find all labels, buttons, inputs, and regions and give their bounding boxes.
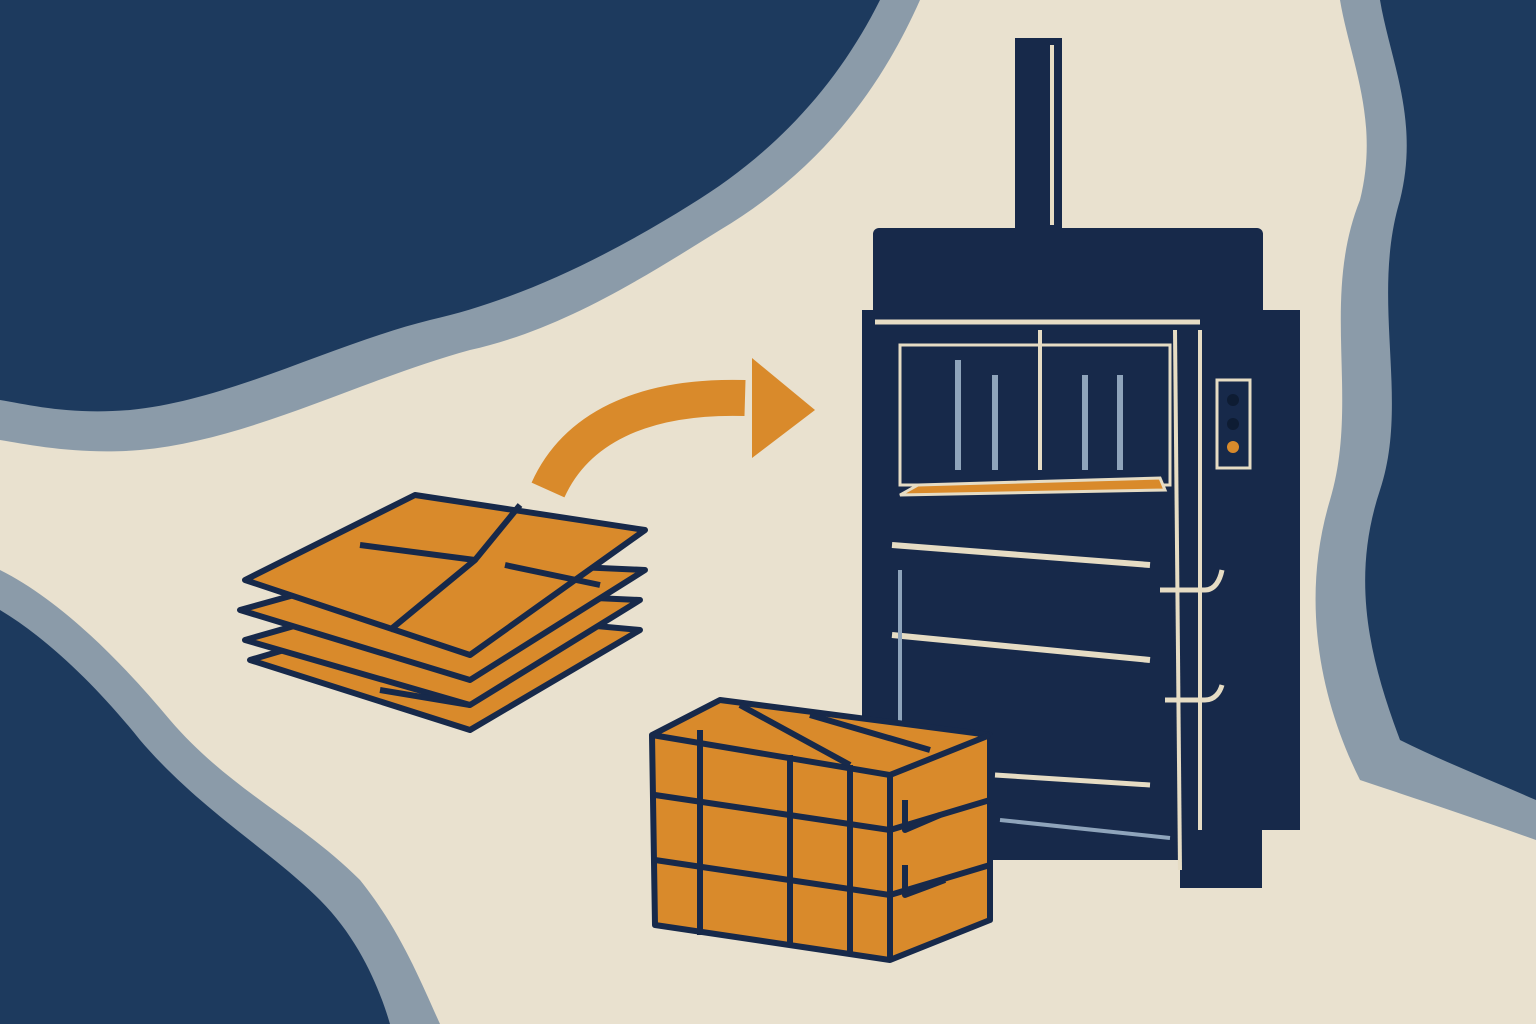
door-handle-lower bbox=[1165, 684, 1225, 703]
machine-top bbox=[873, 228, 1263, 318]
swirl-bottom-left bbox=[0, 610, 390, 1024]
baler-machine bbox=[862, 38, 1300, 888]
flat-cardboard-stack bbox=[237, 492, 648, 733]
control-button-2 bbox=[1227, 418, 1239, 430]
control-button-1 bbox=[1227, 394, 1239, 406]
control-button-orange bbox=[1227, 441, 1239, 453]
door-handle-upper bbox=[1160, 569, 1225, 593]
cardboard-bale bbox=[649, 697, 993, 963]
curved-arrow-icon bbox=[531, 358, 815, 498]
press-column bbox=[1015, 38, 1062, 238]
door-trim-1 bbox=[891, 542, 1151, 568]
door-edge-right bbox=[1173, 329, 1182, 871]
door-trim-2 bbox=[891, 632, 1151, 663]
chamber-window bbox=[898, 343, 1172, 487]
bottom-trim bbox=[999, 818, 1171, 840]
chamber-bars bbox=[955, 360, 1123, 470]
swirl-right bbox=[1365, 0, 1536, 800]
press-plate bbox=[899, 476, 1168, 497]
door-trim-3 bbox=[994, 772, 1151, 788]
swirl-top-left-dark bbox=[0, 0, 880, 412]
